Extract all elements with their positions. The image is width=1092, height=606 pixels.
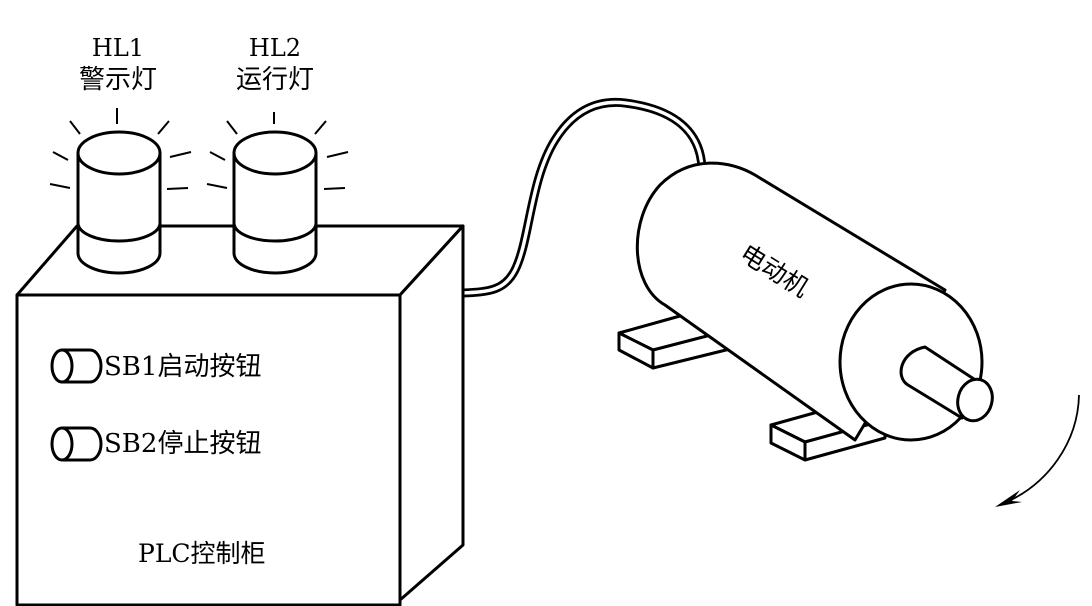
cabinet-label: PLC控制柜: [138, 539, 266, 568]
cable: [461, 97, 707, 298]
lamp-hl1-name: 警示灯: [79, 65, 157, 95]
lamp-hl1-code: HL1: [92, 34, 144, 62]
button-sb2[interactable]: [50, 426, 103, 462]
lamp-hl2: [206, 112, 349, 275]
button-sb1[interactable]: [50, 348, 103, 384]
light-rays-icon: [49, 108, 192, 190]
button-sb2-label: SB2停止按钮: [104, 429, 261, 459]
lamp-hl1: [49, 108, 192, 275]
motor: [635, 161, 994, 442]
rotation-arrow-icon: [995, 394, 1080, 507]
light-rays-icon: [206, 112, 349, 190]
lamp-hl2-code: HL2: [249, 34, 301, 62]
lamp-hl2-name: 运行灯: [236, 65, 314, 95]
button-sb1-label: SB1启动按钮: [104, 352, 261, 382]
